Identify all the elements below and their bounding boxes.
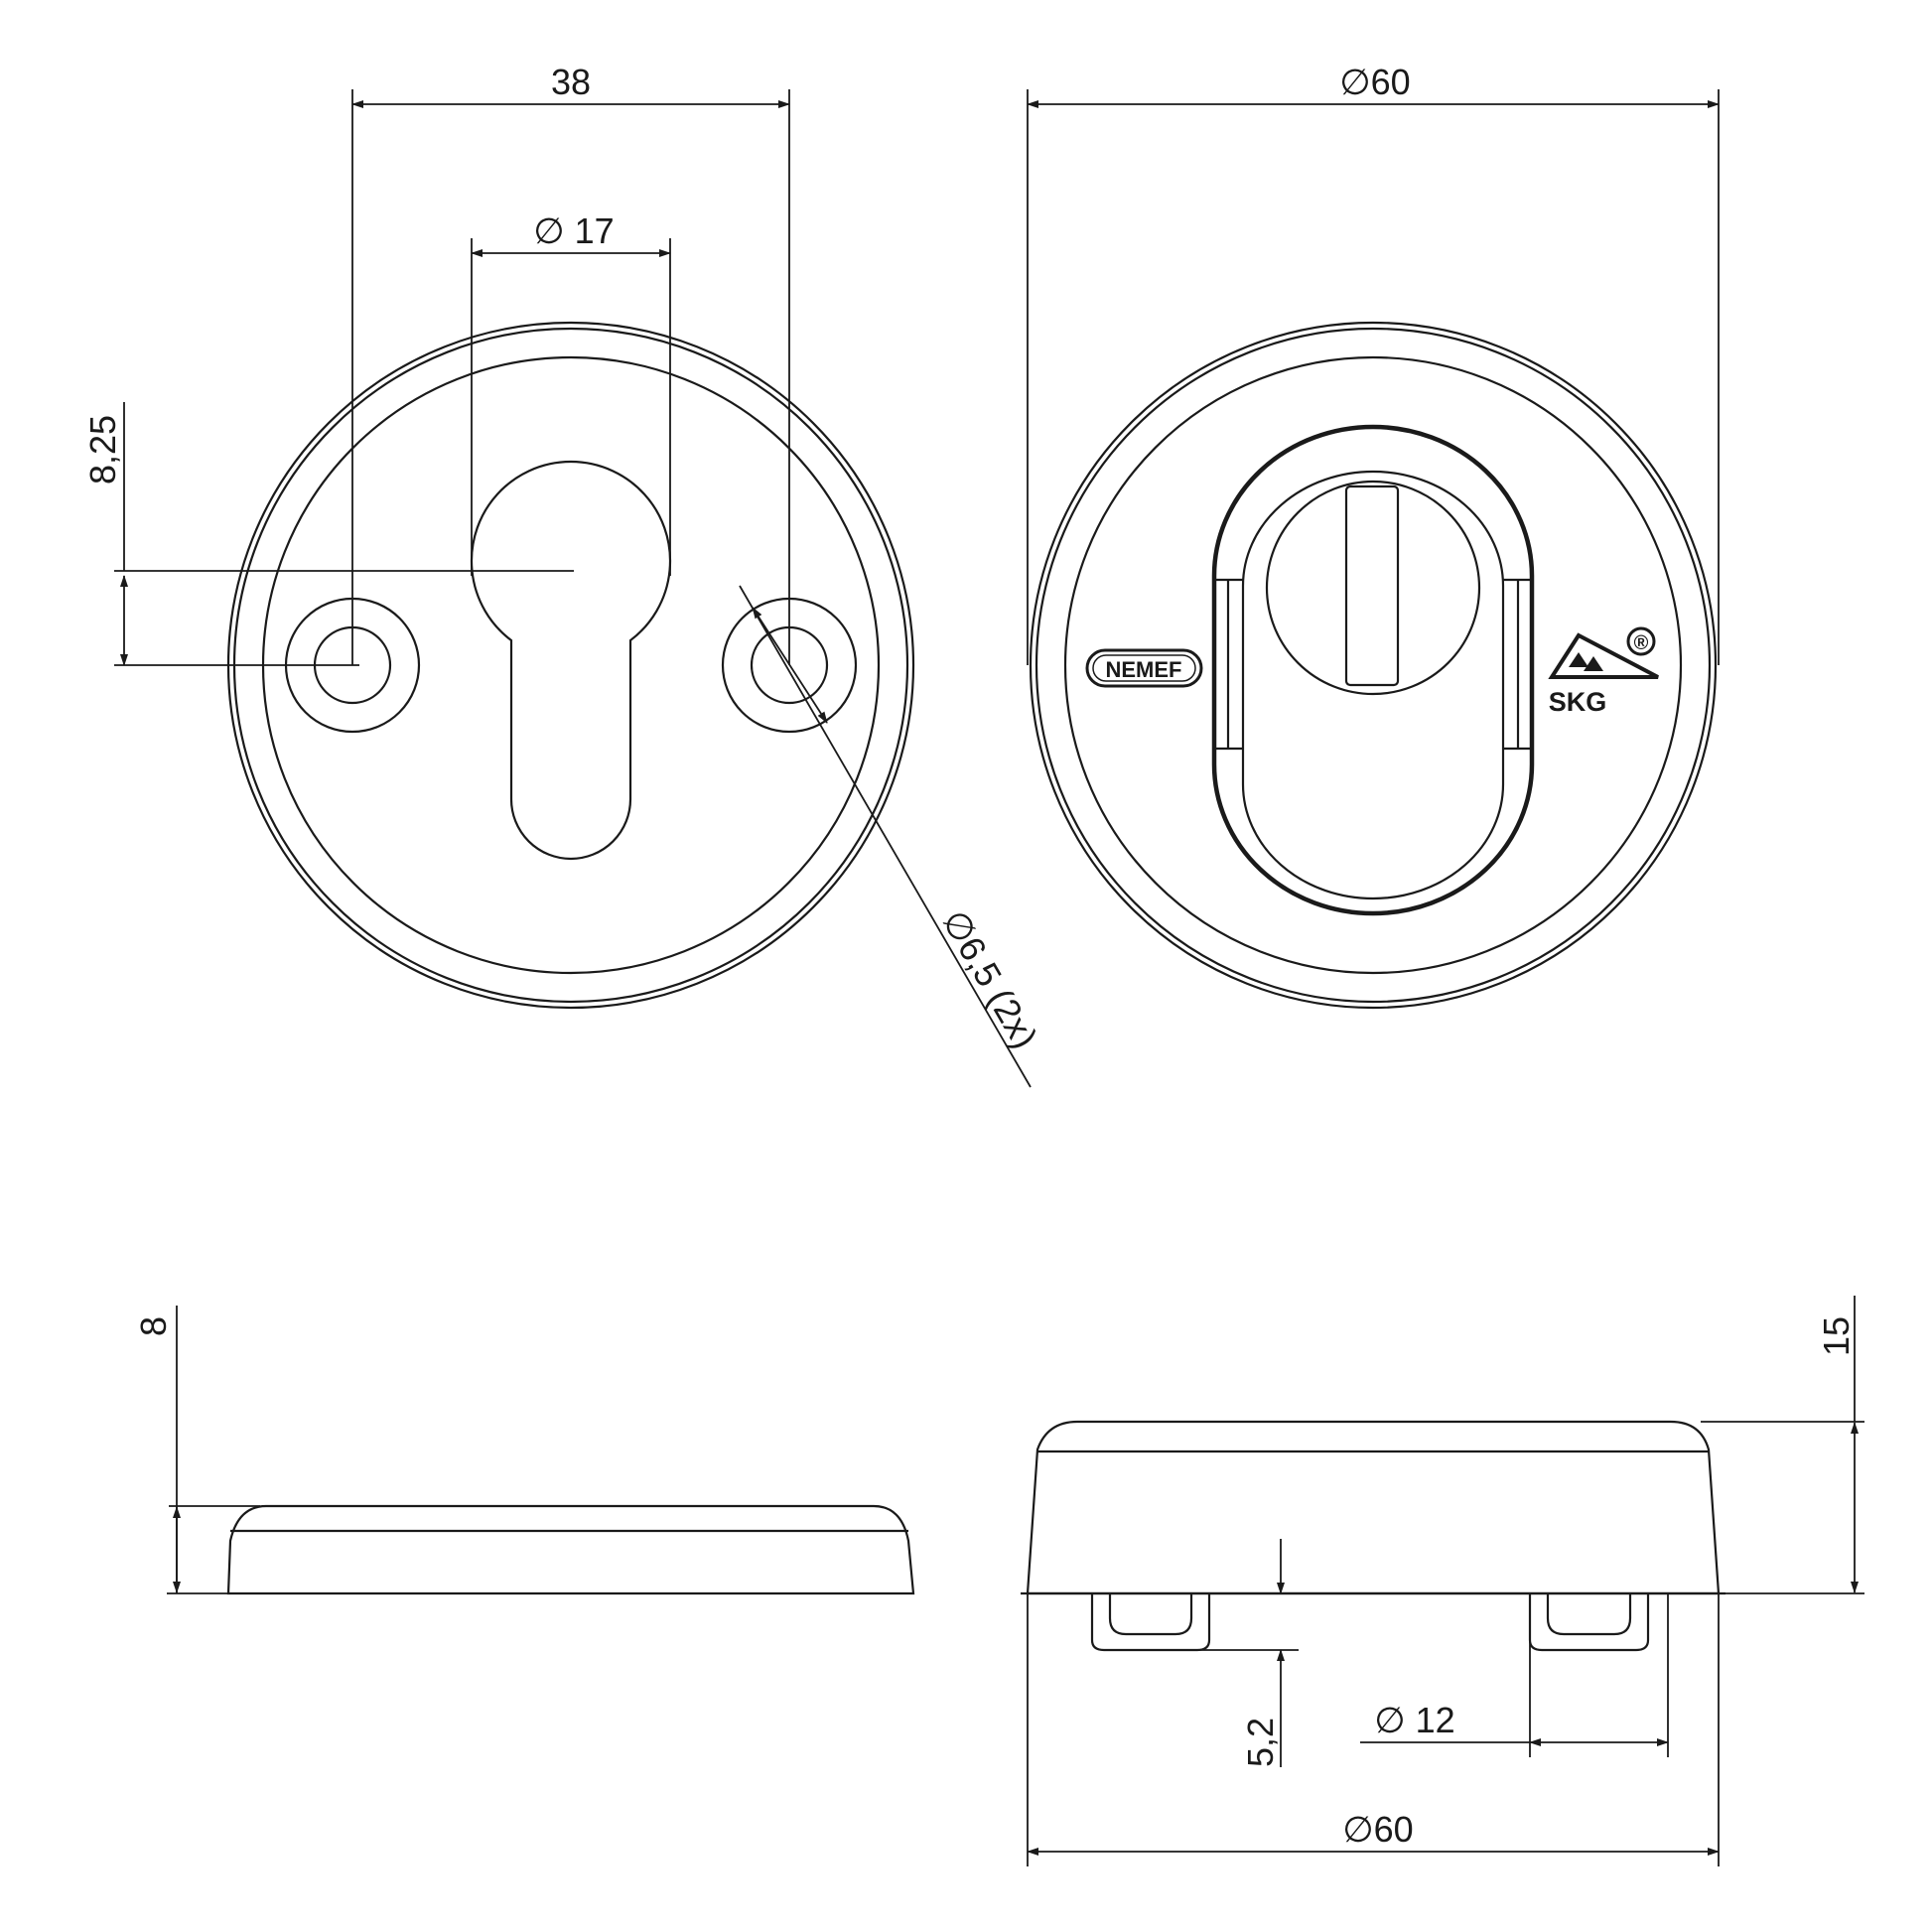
svg-text:SKG: SKG: [1549, 687, 1607, 717]
dim-plate-diameter-bottom: ∅60: [1342, 1809, 1413, 1850]
dim-screw-hole: ∅6,5 (2x): [934, 903, 1045, 1055]
dim-plate-thickness: 8: [133, 1316, 174, 1336]
anti-drill-disc: [1265, 480, 1481, 696]
mounting-pin-left: [1090, 1593, 1211, 1652]
dim-pin-diameter: ∅ 12: [1374, 1700, 1454, 1740]
front-view-right: [1027, 89, 1720, 1010]
dim-pin-length: 5,2: [1240, 1718, 1281, 1767]
cylinder-cover-outer: [1211, 424, 1535, 916]
dim-rosette-height: 15: [1816, 1316, 1857, 1356]
dim-offset: 8,25: [82, 415, 123, 484]
dim-plate-diameter-top: ∅60: [1339, 62, 1410, 102]
svg-text:®: ®: [1634, 632, 1649, 654]
cylinder-cover-inner: [1241, 470, 1505, 900]
side-view-right: [1021, 1296, 1864, 1866]
front-view-left: [114, 89, 1032, 1088]
svg-text:NEMEF: NEMEF: [1106, 657, 1182, 682]
skg-logo: SKG ®: [1548, 626, 1659, 717]
nemef-logo: NEMEF: [1085, 648, 1203, 688]
side-view-left: [167, 1306, 915, 1595]
dim-center-spacing: 38: [551, 62, 591, 102]
key-slot: [1344, 484, 1400, 687]
keyhole-outline: [470, 460, 672, 861]
dim-keyhole-diameter: ∅ 17: [533, 210, 614, 251]
